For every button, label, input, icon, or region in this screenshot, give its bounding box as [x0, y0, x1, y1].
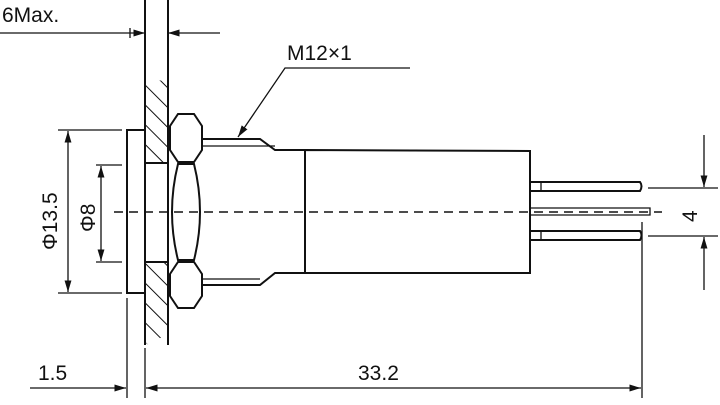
panel-section: [144, 0, 169, 345]
dim-bottom: 1.5 33.2: [30, 222, 643, 398]
dim-label-bezel-thickness: 1.5: [38, 362, 67, 385]
dim-panel-thickness: 6Max.: [0, 4, 220, 38]
hex-nut: [169, 113, 203, 309]
lamp-housing: [304, 148, 531, 274]
dim-label-hole-diameter: Φ8: [77, 204, 100, 232]
dim-hole-diameter: Φ8: [77, 164, 122, 263]
thread-callout: M12×1: [237, 42, 410, 138]
dim-pin-spacing: 4: [648, 135, 718, 290]
threaded-body: [202, 138, 305, 286]
terminal-pins: [530, 181, 651, 241]
dim-bezel-diameter: Φ13.5: [39, 129, 122, 294]
dim-label-thread: M12×1: [287, 42, 352, 65]
dim-label-pin-spacing: 4: [679, 210, 702, 222]
dim-label-bezel-diameter: Φ13.5: [39, 192, 62, 250]
dim-label-body-length: 33.2: [358, 362, 399, 385]
dim-label-panel-thickness: 6Max.: [2, 4, 59, 27]
